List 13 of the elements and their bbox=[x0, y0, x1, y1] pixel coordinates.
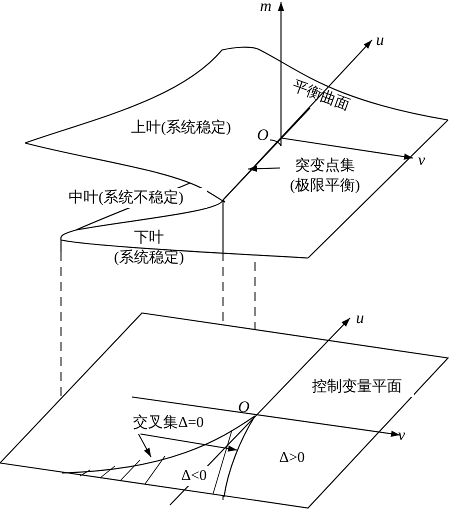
axis-label: u bbox=[356, 310, 364, 328]
surface-label: 平衡曲面 bbox=[279, 72, 363, 120]
leaf-label: 下叶(系统稳定) bbox=[103, 228, 195, 268]
leader-arrow bbox=[248, 166, 280, 172]
leader-arrow bbox=[140, 434, 238, 452]
axis-label: u bbox=[376, 32, 384, 50]
region-label: Δ>0 bbox=[266, 448, 318, 468]
axis-label: v bbox=[418, 152, 426, 170]
axis-label: v bbox=[398, 427, 406, 445]
axis-label: m bbox=[260, 0, 272, 16]
origin-label: O bbox=[238, 399, 250, 417]
leader-arrow bbox=[138, 434, 152, 458]
origin-label: O bbox=[257, 127, 269, 145]
